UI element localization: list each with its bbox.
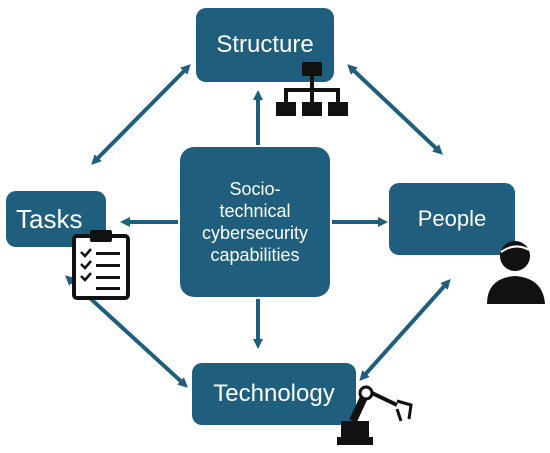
technology-box: Technology: [192, 363, 356, 425]
robot-arm-icon: [337, 385, 413, 445]
org-chart-icon: [276, 62, 348, 116]
people-box: People: [389, 183, 515, 255]
arrow-structure-people: [347, 64, 443, 155]
tasks-label: Tasks: [16, 203, 83, 234]
people-label: People: [417, 206, 487, 231]
clipboard-checklist-icon: [72, 230, 130, 300]
center-capabilities-box: Socio-technical cybersecurity capabiliti…: [180, 147, 330, 297]
technology-label: Technology: [213, 380, 335, 407]
structure-label: Structure: [216, 31, 314, 58]
person-icon: [487, 241, 545, 304]
arrow-structure-tasks: [91, 64, 191, 165]
structure-box: Structure: [196, 8, 334, 82]
arrow-people-technology: [359, 279, 451, 381]
center-label: Socio-technical cybersecurity capabiliti…: [201, 179, 309, 265]
